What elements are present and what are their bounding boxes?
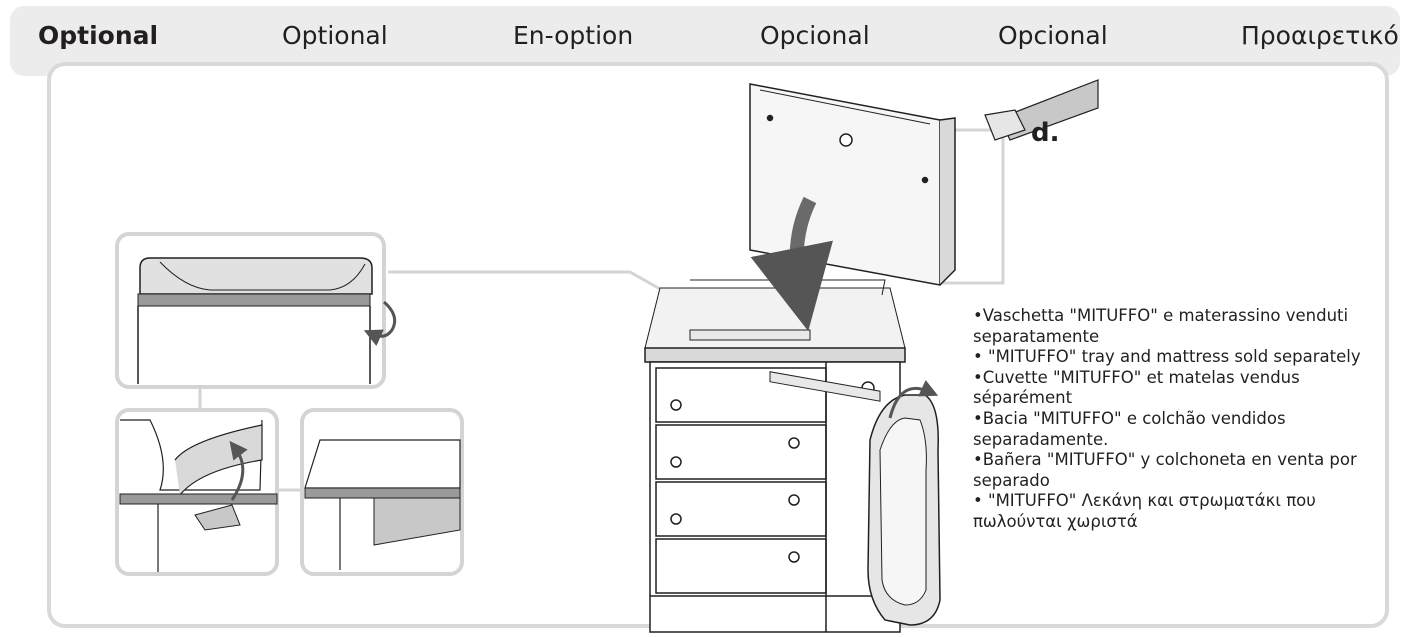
detail-box-tab-insert [115, 408, 279, 576]
lang-label-es: Opcional [998, 21, 1108, 50]
sold-separately-notes: •Vaschetta "MITUFFO" e materassino vendu… [973, 306, 1373, 533]
strap-detail-illustration [984, 79, 1099, 141]
note-greek: • "MITUFFO" Λεκάνη και στρωματάκι που πω… [973, 491, 1316, 531]
lang-label-fr: En-option [513, 21, 634, 50]
lang-label-en: Optional [282, 21, 388, 50]
note-spanish: •Bañera "MITUFFO" y colchoneta en venta … [973, 450, 1357, 490]
note-english: • "MITUFFO" tray and mattress sold separ… [973, 347, 1361, 367]
detail-box-mat-edge [115, 232, 397, 389]
lang-label-it: Optional [38, 21, 159, 50]
lang-label-el: Προαιρετικό [1241, 21, 1399, 50]
note-portuguese: •Bacia "MITUFFO" e colchão vendidos sepa… [973, 408, 1286, 449]
lang-label-pt: Opcional [760, 21, 870, 50]
detail-box-edge-fitted [300, 408, 464, 576]
dresser-illustration [644, 279, 941, 633]
note-italian: •Vaschetta "MITUFFO" e materassino vendu… [973, 306, 1349, 346]
back-panel-illustration [749, 83, 956, 402]
part-label-d: d. [1031, 118, 1060, 148]
note-french: •Cuvette "MITUFFO" et matelas vendus sép… [973, 367, 1300, 408]
